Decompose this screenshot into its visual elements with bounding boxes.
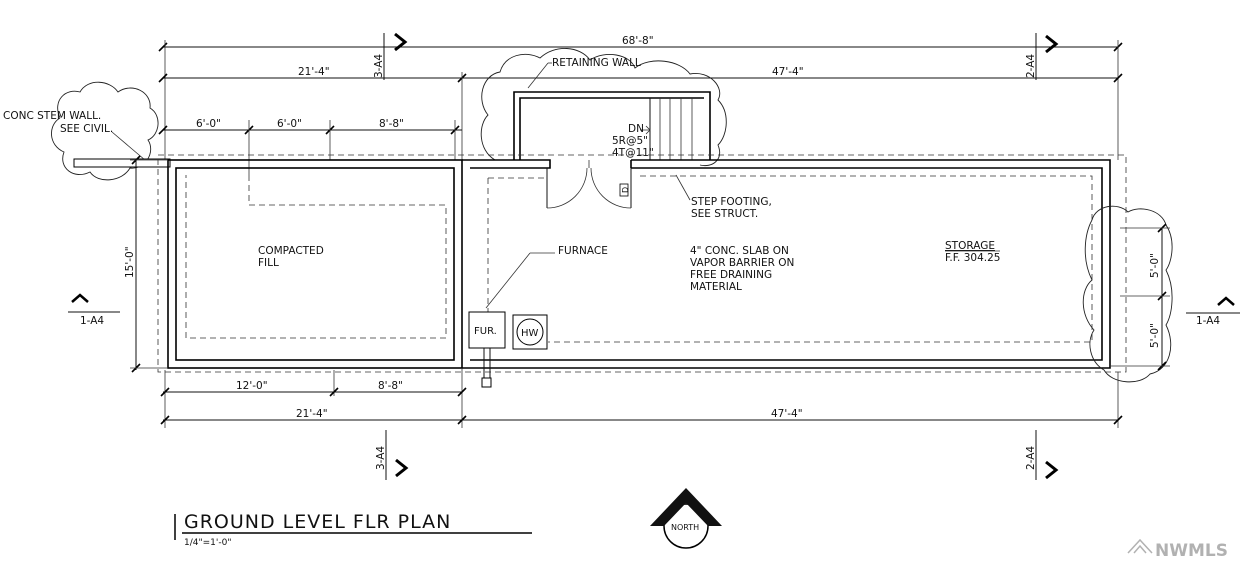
watermark-text: NWMLS: [1155, 541, 1228, 561]
section-label-bottom-right: 2-A4: [1025, 446, 1037, 470]
slab-note-4: MATERIAL: [690, 281, 742, 293]
fill-label-2: FILL: [258, 257, 279, 269]
section-label-top-right: 2-A4: [1025, 54, 1037, 78]
retaining-wall-label: RETAINING WALL: [552, 57, 641, 69]
section-mark-top-right: 2-A4: [1025, 33, 1059, 80]
dim-top-right: 47'-4": [772, 66, 804, 78]
stair-treads-label: 4T@11": [612, 147, 654, 159]
furnace-tag: FUR.: [474, 326, 497, 337]
stair-area: DN 5R@5" 4T@11" RETAINING WALL: [480, 48, 727, 167]
top-dimensions: 68'-8" 21'-4" 47'-4" 6'-0" 6'-0" 8'-8": [158, 35, 1123, 175]
bottom-dimensions: 12'-0" 8'-8" 21'-4" 47'-4": [160, 368, 1123, 428]
dim-bottom-left: 21'-4": [296, 408, 328, 420]
slab-note-1: 4" CONC. SLAB ON: [690, 245, 789, 257]
mechanical-equipment: FURNACE FUR. HW: [468, 245, 608, 388]
door: D: [546, 160, 632, 209]
stair-risers-label: 5R@5": [612, 135, 648, 147]
room-name: STORAGE: [945, 240, 995, 252]
section-mark-right: 1-A4: [1186, 296, 1240, 327]
slab-note-3: FREE DRAINING: [690, 269, 772, 281]
left-dimension: 15'-0": [124, 155, 168, 373]
stem-wall: CONC STEM WALL. SEE CIVIL.: [3, 81, 171, 181]
section-label-top-left: 3-A4: [373, 54, 385, 78]
section-mark-bottom-right: 2-A4: [1025, 430, 1059, 480]
dim-left-height: 15'-0": [124, 246, 136, 278]
north-label: NORTH: [671, 523, 699, 532]
drawing-title: GROUND LEVEL FLR PLAN 1/4"=1'-0": [174, 511, 532, 548]
section-mark-bottom-left: 3-A4: [375, 430, 409, 480]
section-mark-left: 1-A4: [68, 293, 120, 327]
furnace-label: FURNACE: [558, 245, 608, 257]
dim-right-upper: 5'-0": [1149, 253, 1161, 278]
dim-bottom-2: 8'-8": [378, 380, 403, 392]
section-label-bottom-left: 3-A4: [375, 446, 387, 470]
dim-inner-1: 6'-0": [196, 118, 221, 130]
foundation-walls: [157, 154, 1127, 373]
dim-bottom-right: 47'-4": [771, 408, 803, 420]
step-footing-label-2: SEE STRUCT.: [691, 208, 758, 220]
dim-inner-3: 8'-8": [379, 118, 404, 130]
stair-dn-label: DN: [628, 123, 644, 135]
water-heater-tag: HW: [521, 328, 539, 339]
fill-label-1: COMPACTED: [258, 245, 324, 257]
dim-inner-2: 6'-0": [277, 118, 302, 130]
nwmls-watermark: NWMLS: [1127, 538, 1228, 561]
dim-overall: 68'-8": [622, 35, 654, 47]
right-dimensions: 5'-0" 5'-0": [1082, 205, 1173, 383]
slab-note-2: VAPOR BARRIER ON: [690, 257, 794, 269]
stem-wall-label-2: SEE CIVIL.: [60, 123, 113, 135]
nwmls-logo-icon: [1127, 538, 1153, 554]
step-footing-note: STEP FOOTING, SEE STRUCT.: [675, 174, 772, 220]
step-footing-label-1: STEP FOOTING,: [691, 196, 772, 208]
north-arrow: NORTH: [650, 488, 722, 549]
section-label-left: 1-A4: [80, 315, 104, 327]
title-scale: 1/4"=1'-0": [184, 538, 231, 548]
door-mark: D: [621, 187, 630, 193]
dim-top-left: 21'-4": [298, 66, 330, 78]
section-mark-top-left: 3-A4: [373, 32, 408, 80]
dim-bottom-1: 12'-0": [236, 380, 268, 392]
section-label-right: 1-A4: [1196, 315, 1220, 327]
stem-wall-label-1: CONC STEM WALL.: [3, 110, 101, 122]
floor-elevation: F.F. 304.25: [945, 252, 1000, 264]
dim-right-lower: 5'-0": [1149, 323, 1161, 348]
title-main: GROUND LEVEL FLR PLAN: [184, 511, 451, 533]
